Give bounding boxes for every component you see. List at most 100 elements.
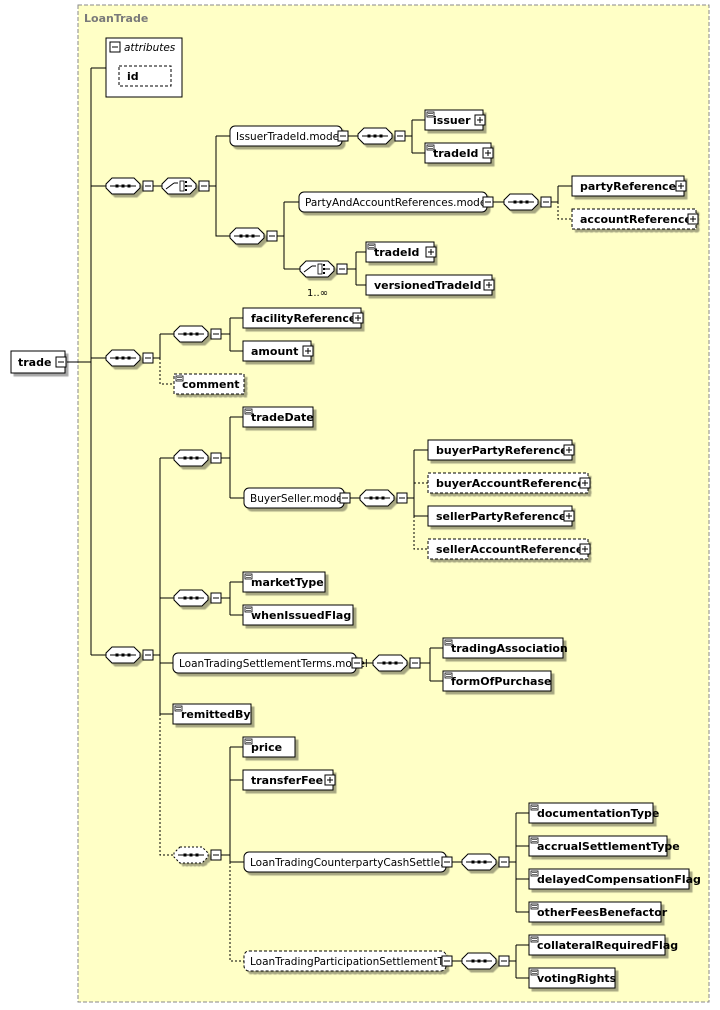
element-buyer-party-reference[interactable]: buyerPartyReference <box>427 439 573 461</box>
element-seller-account-reference[interactable]: sellerAccountReference <box>427 538 589 560</box>
sequence-cash-settlement[interactable] <box>461 853 497 871</box>
diagram-nodes: attributesidtrade1..∞IssuerTradeId.model… <box>10 37 701 989</box>
sequence-buyerseller[interactable] <box>359 489 395 507</box>
buyer-party-reference-expand-icon[interactable] <box>563 444 575 456</box>
seller-party-reference-expand-icon[interactable] <box>563 510 575 522</box>
element-trading-association[interactable]: tradingAssociation <box>442 637 568 659</box>
sequence-collapse-icon[interactable] <box>498 856 510 868</box>
element-label: transferFee <box>251 774 323 787</box>
sequence-settlement-optional[interactable] <box>173 846 209 864</box>
trade-collapse-icon[interactable] <box>55 356 67 368</box>
transfer-fee-expand-icon[interactable] <box>324 774 336 786</box>
multiplicity-label: 1..∞ <box>307 288 328 299</box>
element-issuer[interactable]: issuer <box>424 109 484 131</box>
sequence-tradedate[interactable] <box>173 449 209 467</box>
element-label: buyerPartyReference <box>436 444 568 457</box>
element-remitted-by[interactable]: remittedBy <box>172 703 252 725</box>
element-documentation-type[interactable]: documentationType <box>528 802 659 824</box>
choice-tradeid[interactable] <box>299 260 335 278</box>
element-buyer-account-reference[interactable]: buyerAccountReference <box>427 472 589 494</box>
sequence-collapse-icon[interactable] <box>210 849 222 861</box>
sequence-collapse-icon[interactable] <box>409 657 421 669</box>
sequence-collapse-icon[interactable] <box>498 955 510 967</box>
element-label: partyReference <box>580 180 676 193</box>
sequence-collapse-icon[interactable] <box>266 230 278 242</box>
sequence-issuer[interactable] <box>357 127 393 145</box>
sequence-2[interactable] <box>105 349 141 367</box>
element-price[interactable]: price <box>242 736 296 758</box>
element-label: price <box>251 741 282 754</box>
sequence-collapse-icon[interactable] <box>396 492 408 504</box>
trade-id-2-expand-icon[interactable] <box>425 246 437 258</box>
element-trade-id-2[interactable]: tradeId <box>365 241 435 263</box>
facility-reference-expand-icon[interactable] <box>352 312 364 324</box>
sequence-collapse-icon[interactable] <box>210 592 222 604</box>
element-collateral-required-flag[interactable]: collateralRequiredFlag <box>528 934 678 956</box>
element-label: facilityReference <box>251 312 356 325</box>
buyer-account-reference-expand-icon[interactable] <box>579 477 591 489</box>
attributes-label: attributes <box>124 42 176 54</box>
amount-expand-icon[interactable] <box>302 345 314 357</box>
participation-settlement-collapse-icon[interactable] <box>441 955 453 967</box>
element-voting-rights[interactable]: votingRights <box>528 967 617 989</box>
choice-1[interactable] <box>161 177 197 195</box>
sequence-collapse-icon[interactable] <box>394 130 406 142</box>
sequence-collapse-icon[interactable] <box>210 452 222 464</box>
sequence-facility[interactable] <box>173 325 209 343</box>
group-counterparty-cash-settlement[interactable]: LoanTradingCounterpartyCashSettle... <box>243 851 450 873</box>
buyer-seller-model-collapse-icon[interactable] <box>339 492 351 504</box>
party-reference-expand-icon[interactable] <box>675 180 687 192</box>
account-reference-expand-icon[interactable] <box>687 213 699 225</box>
counterparty-cash-settlement-collapse-icon[interactable] <box>441 856 453 868</box>
element-comment[interactable]: comment <box>173 373 245 395</box>
element-facility-reference[interactable]: facilityReference <box>242 307 362 329</box>
loan-trading-settlement-terms-model-collapse-icon[interactable] <box>351 657 363 669</box>
sequence-participation[interactable] <box>461 952 497 970</box>
choice-collapse-icon[interactable] <box>336 263 348 275</box>
group-participation-settlement[interactable]: LoanTradingParticipationSettlementT... <box>243 950 453 972</box>
group-issuer-trade-id-model[interactable]: IssuerTradeId.model <box>229 125 343 147</box>
issuer-trade-id-model-collapse-icon[interactable] <box>337 130 349 142</box>
group-loan-trading-settlement-terms-model[interactable]: LoanTradingSettlementTerms.model <box>172 652 368 674</box>
element-seller-party-reference[interactable]: sellerPartyReference <box>427 505 573 527</box>
sequence-party[interactable] <box>229 227 265 245</box>
element-delayed-compensation-flag[interactable]: delayedCompensationFlag <box>528 868 701 890</box>
element-label: tradeId <box>374 246 419 259</box>
group-buyer-seller-model[interactable]: BuyerSeller.model <box>243 487 346 509</box>
versioned-trade-id-expand-icon[interactable] <box>483 279 495 291</box>
group-label: LoanTradingSettlementTerms.model <box>179 658 368 670</box>
element-other-fees-benefactor[interactable]: otherFeesBenefactor <box>528 901 668 923</box>
attribute-id[interactable]: id <box>127 70 139 83</box>
sequence-settlement-terms[interactable] <box>372 654 408 672</box>
element-account-reference[interactable]: accountReference <box>571 208 697 230</box>
group-party-and-account-references-model[interactable]: PartyAndAccountReferences.model <box>298 191 489 213</box>
sequence-collapse-icon[interactable] <box>142 649 154 661</box>
element-amount[interactable]: amount <box>242 340 312 362</box>
seller-account-reference-expand-icon[interactable] <box>579 543 591 555</box>
trade-id-1-expand-icon[interactable] <box>482 147 494 159</box>
element-form-of-purchase[interactable]: formOfPurchase <box>442 670 552 692</box>
element-label: accountReference <box>580 213 692 226</box>
sequence-collapse-icon[interactable] <box>142 352 154 364</box>
issuer-expand-icon[interactable] <box>474 114 486 126</box>
sequence-collapse-icon[interactable] <box>210 328 222 340</box>
sequence-3[interactable] <box>105 646 141 664</box>
sequence-1[interactable] <box>105 177 141 195</box>
element-trade-id-1[interactable]: tradeId <box>424 142 492 164</box>
element-label: tradeDate <box>251 411 314 424</box>
element-accrual-settlement-type[interactable]: accrualSettlementType <box>528 835 680 857</box>
element-trade-date[interactable]: tradeDate <box>242 406 314 428</box>
element-when-issued-flag[interactable]: whenIssuedFlag <box>242 604 354 626</box>
sequence-party-refs[interactable] <box>503 193 539 211</box>
element-party-reference[interactable]: partyReference <box>571 175 685 197</box>
element-transfer-fee[interactable]: transferFee <box>242 769 334 791</box>
element-market-type[interactable]: marketType <box>242 571 326 593</box>
sequence-collapse-icon[interactable] <box>142 180 154 192</box>
element-label: buyerAccountReference <box>436 477 585 490</box>
attributes-collapse-icon[interactable] <box>109 41 121 53</box>
choice-collapse-icon[interactable] <box>198 180 210 192</box>
sequence-collapse-icon[interactable] <box>540 196 552 208</box>
sequence-market[interactable] <box>173 589 209 607</box>
party-and-account-references-model-collapse-icon[interactable] <box>482 196 494 208</box>
element-versioned-trade-id[interactable]: versionedTradeId <box>365 274 493 296</box>
